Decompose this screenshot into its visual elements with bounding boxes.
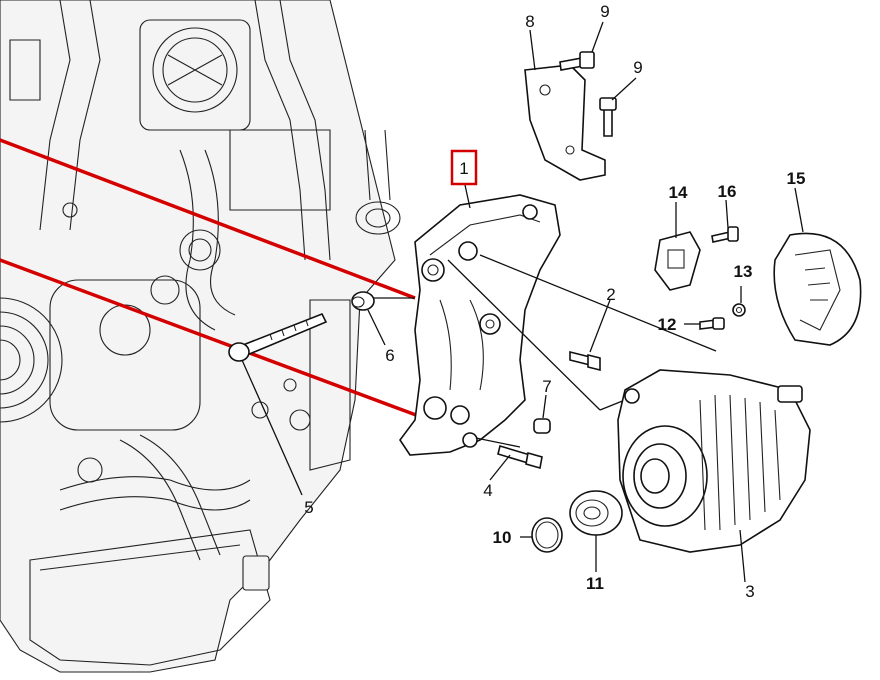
- support-bracket: [524, 64, 606, 181]
- stud: [228, 312, 328, 362]
- callout-label-5: 5: [304, 498, 313, 517]
- nut: [732, 303, 746, 317]
- callout-label-14: 14: [669, 183, 688, 202]
- callout-label-9b: 9: [633, 58, 642, 77]
- callout-label-13: 13: [734, 262, 753, 281]
- connector-clip: [654, 231, 701, 291]
- bolt-4: [497, 444, 543, 470]
- callout-label-10: 10: [493, 528, 512, 547]
- callout-label-2: 2: [606, 285, 615, 304]
- callout-label-11: 11: [586, 574, 604, 593]
- gasket-ring: [531, 517, 563, 553]
- callout-label-16: 16: [718, 182, 737, 201]
- mounting-bracket: [399, 194, 561, 456]
- engine-block-drawing: [0, 0, 401, 673]
- spacer: [351, 291, 375, 311]
- callout-label-9a: 9: [600, 2, 609, 21]
- pulley: [569, 490, 623, 536]
- callout-label-1: 1: [459, 159, 468, 178]
- screw-16: [711, 226, 739, 243]
- bolt-2: [569, 350, 601, 372]
- callout-label-7: 7: [542, 377, 551, 396]
- bolt-9-lower: [599, 97, 617, 137]
- highlight-box: [450, 149, 478, 186]
- rear-cover: [773, 232, 862, 346]
- bolt-12: [699, 317, 725, 330]
- callout-label-6: 6: [385, 346, 394, 365]
- callout-1: 1: [450, 149, 478, 186]
- callout-leaders: [241, 21, 804, 583]
- callout-label-3: 3: [745, 582, 754, 601]
- callout-label-15: 15: [787, 169, 806, 188]
- highlight-leader-lines: [0, 138, 417, 417]
- callout-label-8: 8: [525, 12, 534, 31]
- callout-label-12: 12: [658, 315, 677, 334]
- bolt-9-upper: [559, 51, 595, 71]
- bushing-7: [533, 418, 551, 434]
- callout-label-4: 4: [483, 481, 492, 500]
- alternator: [617, 369, 811, 553]
